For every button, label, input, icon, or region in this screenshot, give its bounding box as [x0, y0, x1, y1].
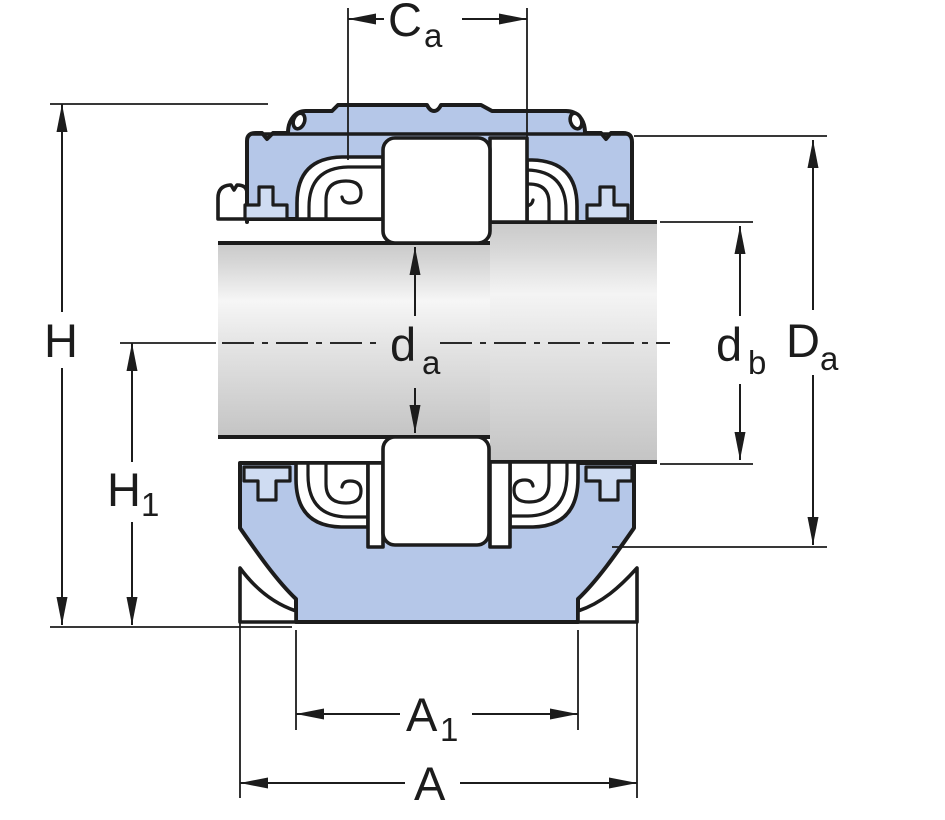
arrow-down-icon [409, 405, 421, 433]
locating-ring-lower-left [366, 461, 385, 549]
dimension-a1: A 1 [295, 630, 579, 748]
h-label: H [44, 314, 78, 367]
arrow-down-icon [734, 432, 746, 460]
dimension-db: d b [660, 221, 766, 465]
seal-pocket-lower-left [294, 461, 370, 529]
a-label: A [414, 757, 446, 810]
db-label: d [716, 318, 742, 371]
dimension-Da-outer: D a [612, 135, 839, 548]
arrow-right-icon [499, 13, 527, 25]
arrow-up-icon [807, 140, 819, 168]
base-bolt-slot-right [584, 465, 634, 502]
dimension-h1: H 1 [107, 342, 216, 625]
arrow-down-icon [807, 517, 819, 545]
seal-pocket-upper-left [295, 155, 385, 221]
Da-label: D [786, 314, 820, 367]
dimension-a: A [239, 572, 638, 810]
bearing-upper-half [381, 136, 492, 245]
cap-bolt-slot-right [585, 185, 630, 221]
base-bolt-slot-left [242, 465, 292, 502]
da-label-sub: a [422, 344, 441, 381]
arrow-up-icon [734, 226, 746, 254]
dimension-ca: C a [347, 0, 528, 160]
seal-pocket-upper-right [512, 158, 579, 224]
arrow-left-icon [240, 777, 268, 789]
foot-left [238, 566, 298, 624]
arrow-left-icon [348, 13, 376, 25]
seal-pocket-lower-right [508, 460, 580, 529]
a1-label-sub: 1 [440, 711, 458, 748]
ca-label-sub: a [424, 17, 443, 54]
cap-bolt-slot-left [243, 185, 289, 221]
h1-label-sub: 1 [141, 486, 159, 523]
arrow-up-icon [409, 247, 421, 275]
a1-label: A [406, 688, 438, 741]
ca-label: C [388, 0, 422, 46]
arrow-up-icon [126, 343, 138, 371]
arrow-right-icon [550, 708, 578, 720]
arrow-down-icon [56, 597, 68, 625]
locating-ring-upper [488, 136, 529, 224]
arrow-right-icon [609, 777, 637, 789]
shaft-end-ring [216, 183, 249, 221]
arrow-down-icon [126, 597, 138, 625]
dimension-h: H [44, 103, 292, 628]
shaft [218, 241, 490, 439]
dimension-da-shaft: d a [390, 247, 441, 433]
Da-label-sub: a [820, 340, 839, 377]
cap-lug-left [291, 111, 307, 131]
cap-lug-right [568, 111, 584, 131]
arrow-up-icon [56, 104, 68, 132]
arrow-left-icon [296, 708, 324, 720]
h1-label: H [107, 463, 141, 516]
bearing-lower-half [381, 435, 491, 547]
locating-ring-lower-right [488, 460, 512, 549]
db-label-sub: b [748, 344, 766, 381]
da-label: d [390, 318, 416, 371]
foot-right [576, 566, 639, 624]
